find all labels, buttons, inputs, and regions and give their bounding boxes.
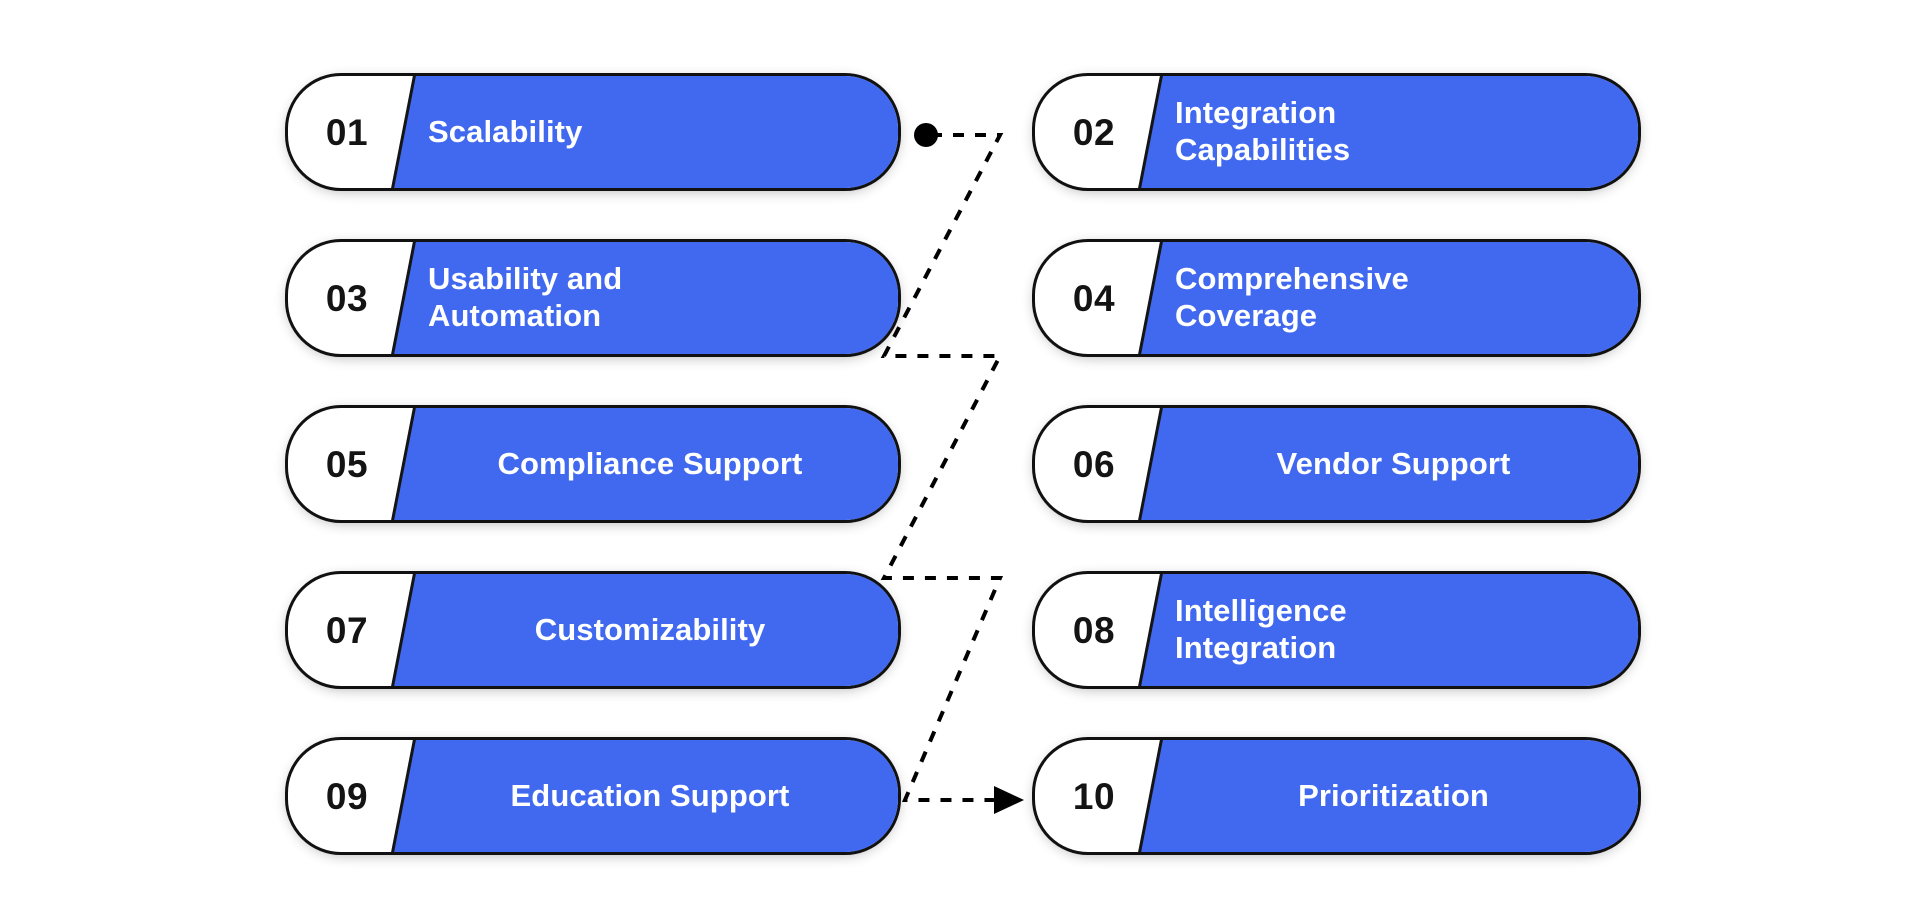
pill-label: Vendor Support [1276,445,1511,481]
pill-accent-fill [393,242,898,354]
pill-accent-fill [1140,76,1638,188]
pill-accent-fill [393,76,898,188]
pill-label: Scalability [428,113,583,149]
pill-label: Education Support [510,777,790,813]
pill-item-10[interactable]: 10 Prioritization [1032,737,1641,855]
pill-number: 07 [325,609,369,651]
pill-number: 06 [1072,443,1116,485]
pill-body: 01 Scalability [285,73,901,191]
pill-body: 05 Compliance Support [285,405,901,523]
pill-item-02[interactable]: 02 Integration Capabilities [1032,73,1641,191]
pill-item-08[interactable]: 08 Intelligence Integration [1032,571,1641,689]
pill-body: 02 Integration Capabilities [1032,73,1641,191]
pill-label: Integration Capabilities [1175,95,1351,167]
pill-accent-fill [393,740,898,852]
pill-accent-fill [1140,408,1638,520]
pill-number-slot: 10 [1035,740,1153,852]
pill-number-slot: 03 [288,242,406,354]
pill-label-slot: Comprehensive Coverage [1153,242,1638,354]
pill-number: 03 [325,277,369,319]
pill-label-slot: Prioritization [1153,740,1638,852]
pill-accent-fill [1140,242,1638,354]
pill-number: 10 [1072,775,1116,817]
pill-item-05[interactable]: 05 Compliance Support [285,405,901,523]
pill-number: 05 [325,443,369,485]
pill-number: 01 [325,111,369,153]
pill-body: 04 Comprehensive Coverage [1032,239,1641,357]
pill-label: Comprehensive Coverage [1175,261,1409,333]
pill-label-slot: Vendor Support [1153,408,1638,520]
pill-label-slot: Usability and Automation [406,242,898,354]
pill-number-slot: 05 [288,408,406,520]
pill-label: Intelligence Integration [1175,593,1347,665]
pill-body: 08 Intelligence Integration [1032,571,1641,689]
pill-accent-fill [1140,574,1638,686]
pill-item-01[interactable]: 01 Scalability [285,73,901,191]
pill-item-03[interactable]: 03 Usability and Automation [285,239,901,357]
pill-label-slot: Customizability [406,574,898,686]
pill-number-slot: 07 [288,574,406,686]
pill-accent-fill [393,574,898,686]
pill-number: 09 [325,775,369,817]
pill-number: 08 [1072,609,1116,651]
pill-item-04[interactable]: 04 Comprehensive Coverage [1032,239,1641,357]
pill-item-06[interactable]: 06 Vendor Support [1032,405,1641,523]
pill-body: 10 Prioritization [1032,737,1641,855]
pill-accent-fill [1140,740,1638,852]
pill-body: 06 Vendor Support [1032,405,1641,523]
pill-number-slot: 06 [1035,408,1153,520]
pill-number-slot: 08 [1035,574,1153,686]
pill-body: 09 Education Support [285,737,901,855]
pill-label: Prioritization [1298,777,1489,813]
pill-label: Usability and Automation [428,261,623,333]
pill-item-07[interactable]: 07 Customizability [285,571,901,689]
pill-number-slot: 09 [288,740,406,852]
pill-number: 02 [1072,111,1116,153]
pill-body: 07 Customizability [285,571,901,689]
pill-label-slot: Education Support [406,740,898,852]
pill-label-slot: Intelligence Integration [1153,574,1638,686]
pill-label: Compliance Support [497,445,803,481]
pill-label-slot: Scalability [406,76,898,188]
pill-number-slot: 04 [1035,242,1153,354]
pill-label-slot: Compliance Support [406,408,898,520]
pill-accent-fill [393,408,898,520]
pill-item-09[interactable]: 09 Education Support [285,737,901,855]
pill-body: 03 Usability and Automation [285,239,901,357]
pill-number: 04 [1072,277,1116,319]
pill-number-slot: 02 [1035,76,1153,188]
pill-number-slot: 01 [288,76,406,188]
pill-label-slot: Integration Capabilities [1153,76,1638,188]
pill-label: Customizability [534,611,766,647]
